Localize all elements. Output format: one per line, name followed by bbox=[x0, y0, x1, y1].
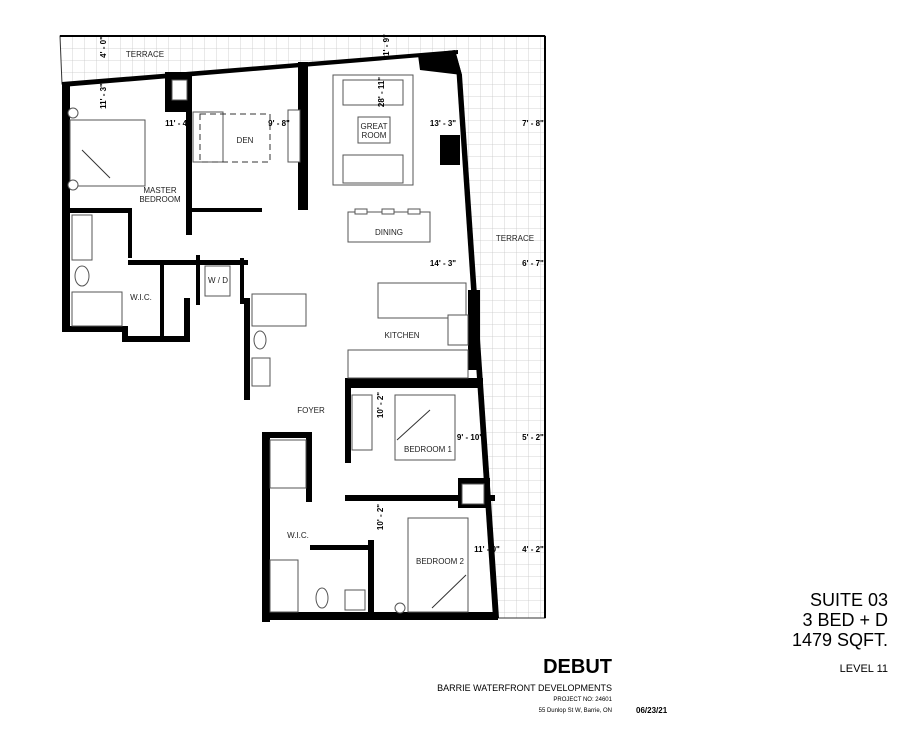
unit-floor bbox=[62, 52, 497, 620]
suite-level: LEVEL 11 bbox=[839, 663, 888, 675]
room-label-terrace-right: TERRACE bbox=[496, 234, 534, 243]
dim-terrace-4: 4' - 2" bbox=[522, 545, 544, 554]
dim-terrace-2: 6' - 7" bbox=[522, 259, 544, 268]
dim-den: 9' - 8" bbox=[268, 119, 290, 128]
dim-great-room-width: 13' - 3" bbox=[430, 119, 456, 128]
suite-name: SUITE 03 bbox=[809, 590, 888, 610]
suite-type: 3 BED + D bbox=[802, 610, 888, 630]
dim-master-width: 11' - 3" bbox=[99, 83, 108, 109]
room-label-wd: W / D bbox=[208, 276, 228, 285]
dim-master-length: 11' - 4" bbox=[165, 119, 191, 128]
furniture bbox=[67, 74, 485, 614]
room-label-great-room-2: ROOM bbox=[362, 131, 387, 140]
dim-terrace-3: 5' - 2" bbox=[522, 433, 544, 442]
room-label-great-room: GREAT bbox=[361, 122, 388, 131]
dim-bedroom1-depth: 10' - 2" bbox=[376, 392, 385, 418]
room-label-kitchen: KITCHEN bbox=[384, 331, 419, 340]
room-label-bedroom-2: BEDROOM 2 bbox=[416, 557, 465, 566]
room-labels: TERRACE TERRACE MASTER BEDROOM DEN GREAT… bbox=[126, 50, 534, 566]
room-label-den: DEN bbox=[237, 136, 254, 145]
room-label-bedroom-1: BEDROOM 1 bbox=[404, 445, 453, 454]
dim-terrace-top-depth-right: 1' - 9" bbox=[382, 34, 391, 56]
project-title: DEBUT bbox=[543, 656, 612, 678]
suite-info: SUITE 03 3 BED + D 1479 SQFT. bbox=[792, 590, 888, 650]
dim-great-room-length: 28' - 11" bbox=[377, 77, 386, 107]
dim-dining-width: 14' - 3" bbox=[430, 259, 456, 268]
dim-bedroom2-depth: 10' - 2" bbox=[376, 504, 385, 530]
room-label-wic-master: W.I.C. bbox=[130, 293, 152, 302]
dim-terrace-1: 7' - 8" bbox=[522, 119, 544, 128]
developer-name: BARRIE WATERFRONT DEVELOPMENTS bbox=[437, 683, 612, 693]
dim-bedroom2-width: 11' - 0" bbox=[474, 545, 500, 554]
dim-terrace-top-depth: 4' - 0" bbox=[99, 36, 108, 58]
walls bbox=[62, 50, 499, 622]
room-label-terrace-top: TERRACE bbox=[126, 50, 164, 59]
project-number: PROJECT NO: 24601 bbox=[553, 697, 612, 703]
plan-date: 06/23/21 bbox=[636, 706, 668, 715]
suite-area: 1479 SQFT. bbox=[791, 630, 888, 650]
dim-bedroom1-width: 9' - 10" bbox=[457, 433, 483, 442]
room-label-master-bedroom-2: BEDROOM bbox=[139, 195, 181, 204]
room-label-dining: DINING bbox=[375, 228, 403, 237]
dimension-labels: 4' - 0" 1' - 9" 11' - 3" 11' - 4" 9' - 8… bbox=[99, 34, 544, 554]
room-label-foyer: FOYER bbox=[297, 406, 325, 415]
room-label-wic-bedroom-2: W.I.C. bbox=[287, 531, 309, 540]
room-label-master-bedroom: MASTER bbox=[143, 186, 177, 195]
project-address: 55 Dunlop St W, Barrie, ON bbox=[538, 708, 612, 714]
